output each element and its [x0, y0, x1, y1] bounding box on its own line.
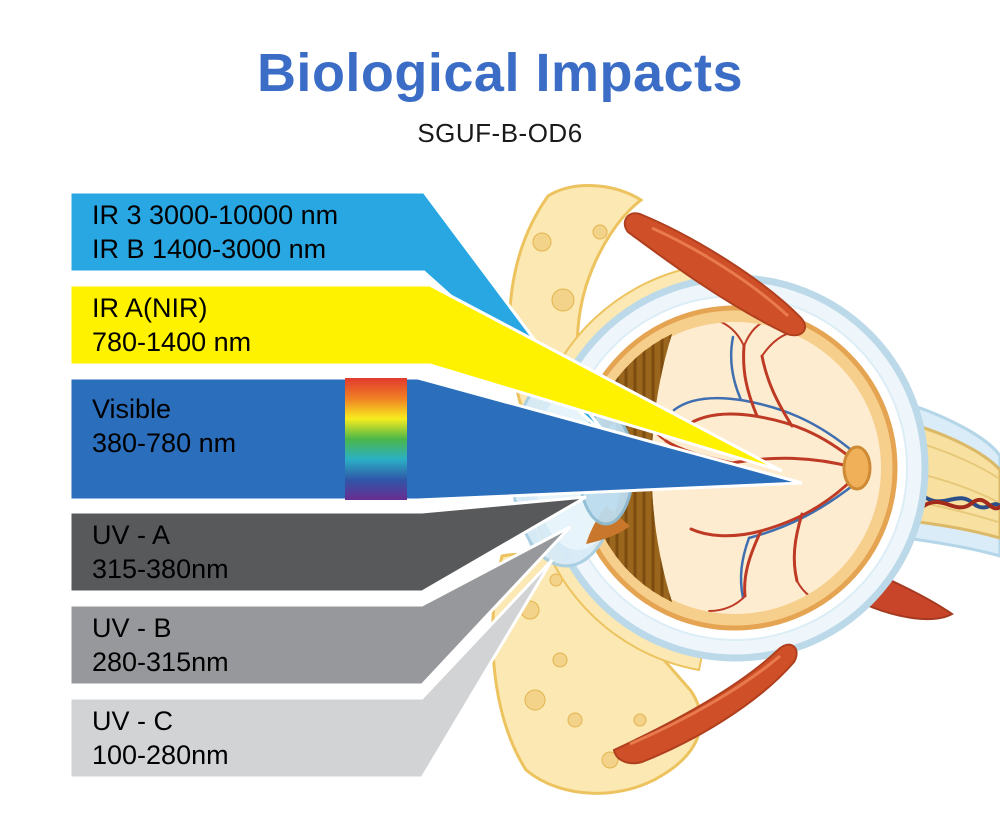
band-line: UV - B	[92, 613, 172, 643]
band-line: 280-315nm	[92, 647, 229, 677]
band-label-ir-a: IR A(NIR) 780-1400 nm	[92, 291, 251, 359]
eye-muscle-bottom	[612, 643, 798, 765]
band-label-visible: Visible 380-780 nm	[92, 392, 236, 460]
band-line: 100-280nm	[92, 740, 229, 770]
band-arrow-uv-a	[68, 495, 587, 594]
band-arrow-uv-c	[68, 558, 554, 780]
retinal-arteries	[664, 344, 858, 598]
band-line: IR A(NIR)	[92, 293, 208, 323]
band-line: Visible	[92, 394, 172, 424]
band-arrow-ir-a	[68, 283, 783, 473]
spectrum-strip	[345, 378, 407, 500]
band-line: IR B 1400-3000 nm	[92, 234, 327, 264]
page-subtitle: SGUF-B-OD6	[417, 118, 583, 148]
nerve-vessel-red	[920, 497, 1000, 511]
retinal-vessels	[643, 322, 858, 612]
band-arrow-uv-b	[68, 525, 572, 687]
band-line: IR 3 3000-10000 nm	[92, 200, 339, 230]
band-line: UV - A	[92, 520, 171, 550]
band-label-uv-a: UV - A 315-380nm	[92, 518, 229, 586]
band-line: 380-780 nm	[92, 428, 237, 458]
band-line: 780-1400 nm	[92, 327, 252, 357]
band-label-ir-b: IR 3 3000-10000 nm IR B 1400-3000 nm	[92, 198, 338, 266]
eye-muscle-top	[623, 212, 807, 337]
band-label-uv-b: UV - B 280-315nm	[92, 611, 229, 679]
band-line: 315-380nm	[92, 554, 229, 584]
band-line: UV - C	[92, 706, 173, 736]
band-label-uv-c: UV - C 100-280nm	[92, 704, 229, 772]
page-title: Biological Impacts	[256, 43, 744, 103]
optic-disc	[842, 445, 872, 491]
